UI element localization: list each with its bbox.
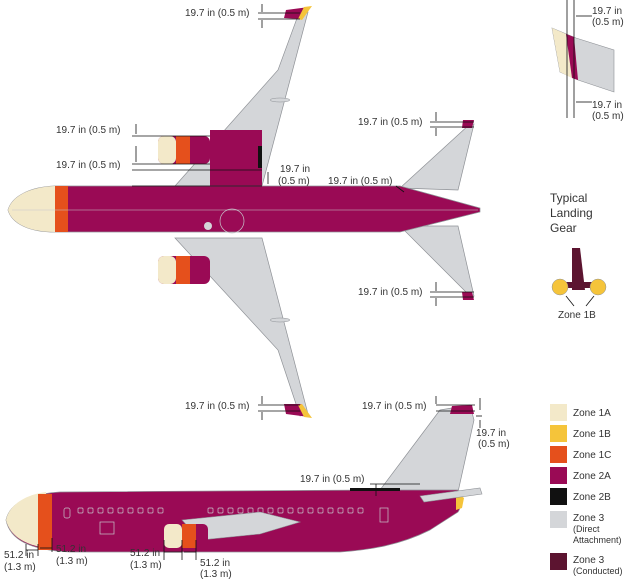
dim-tip-detail-bottom-m: (0.5 m) bbox=[592, 111, 624, 122]
legend-label-zone-3-direct: Zone 3 bbox=[573, 513, 605, 524]
dim-dorsal: 19.7 in (0.5 m) bbox=[300, 474, 364, 485]
legend-sub-zone-3-conducted-1: (Conducted) bbox=[573, 566, 623, 576]
legend: Zone 1A Zone 1B Zone 1C Zone 2A Zone 2B … bbox=[550, 404, 623, 576]
dim-wing-root-m: (0.5 m) bbox=[278, 176, 310, 187]
dim-lower-stab: 19.7 in (0.5 m) bbox=[358, 287, 422, 298]
top-fuselage bbox=[7, 185, 481, 233]
side-nose-zone-1a bbox=[6, 492, 46, 548]
dim-fuselage-tail: 19.7 in (0.5 m) bbox=[328, 176, 392, 187]
landing-gear-title-2: Landing bbox=[550, 206, 593, 220]
top-nose-zone-1c bbox=[55, 186, 68, 232]
upper-wing-zone-2b bbox=[258, 146, 262, 168]
upper-wingtip-yellow bbox=[298, 6, 312, 20]
legend-swatch-zone-2b bbox=[550, 488, 567, 505]
dim-upper-wingtip: 19.7 in (0.5 m) bbox=[185, 8, 249, 19]
flap-track-1 bbox=[269, 97, 291, 103]
dim-nose-1-in: 51.2 in bbox=[4, 550, 34, 561]
dim-lower-wingtip: 19.7 in (0.5 m) bbox=[185, 401, 249, 412]
dim-nose-1-m: (1.3 m) bbox=[4, 562, 36, 573]
upper-stabilizer bbox=[399, 123, 475, 191]
dim-engine-top: 19.7 in (0.5 m) bbox=[56, 125, 120, 136]
side-horizontal-stab bbox=[419, 487, 483, 503]
lower-stab-tip bbox=[462, 292, 474, 300]
landing-gear-title-3: Gear bbox=[550, 221, 577, 235]
dim-tip-detail-top-m: (0.5 m) bbox=[592, 17, 624, 28]
landing-gear-illustration bbox=[551, 248, 607, 307]
side-windows bbox=[63, 507, 389, 535]
dim-engine-2-in: 51.2 in bbox=[200, 558, 230, 569]
side-view-aircraft bbox=[5, 404, 483, 553]
vertical-stab-tip bbox=[450, 405, 474, 414]
dim-fin-side-in: 19.7 in bbox=[476, 428, 506, 439]
legend-label-zone-2a: Zone 2A bbox=[573, 471, 611, 482]
vertical-stabilizer bbox=[379, 404, 475, 493]
wingtip-detail bbox=[551, 0, 615, 118]
upper-engine bbox=[158, 136, 210, 164]
top-nose-zone-1a bbox=[8, 186, 55, 232]
side-nose-zone-1c bbox=[38, 494, 52, 550]
fuselage-marker bbox=[204, 222, 212, 230]
landing-gear-title-1: Typical bbox=[550, 191, 587, 205]
side-engine bbox=[164, 511, 302, 548]
dim-nose-2-m: (1.3 m) bbox=[56, 556, 88, 567]
upper-wing-root-zone bbox=[210, 130, 262, 186]
dim-upper-stab: 19.7 in (0.5 m) bbox=[358, 117, 422, 128]
landing-gear-zone-label: Zone 1B bbox=[558, 310, 596, 321]
legend-swatch-zone-1a bbox=[550, 404, 567, 421]
dim-wing-root-in: 19.7 in bbox=[280, 164, 310, 175]
flap-track-2 bbox=[269, 317, 291, 323]
dim-tip-detail-bottom-in: 19.7 in bbox=[592, 100, 622, 111]
top-view-aircraft bbox=[7, 6, 481, 418]
dim-engine-2-m: (1.3 m) bbox=[200, 569, 232, 579]
legend-swatch-zone-3-direct bbox=[550, 511, 567, 528]
legend-sub-zone-3-direct-1: (Direct bbox=[573, 524, 600, 534]
legend-sub-zone-3-direct-2: Attachment) bbox=[573, 535, 622, 545]
legend-swatch-zone-2a bbox=[550, 467, 567, 484]
legend-swatch-zone-1c bbox=[550, 446, 567, 463]
legend-label-zone-1a: Zone 1A bbox=[573, 408, 611, 419]
dim-nose-2-in: 51.2 in bbox=[56, 544, 86, 555]
legend-label-zone-1b: Zone 1B bbox=[573, 429, 611, 440]
dim-engine-1-m: (1.3 m) bbox=[130, 560, 162, 571]
dim-engine-bottom: 19.7 in (0.5 m) bbox=[56, 160, 120, 171]
lower-engine bbox=[158, 256, 210, 284]
legend-label-zone-2b: Zone 2B bbox=[573, 492, 611, 503]
dim-fin-side-m: (0.5 m) bbox=[478, 439, 510, 450]
top-view-dimensions bbox=[132, 4, 474, 420]
dim-engine-1-in: 51.2 in bbox=[130, 548, 160, 559]
legend-label-zone-3-conducted: Zone 3 bbox=[573, 555, 605, 566]
lower-wingtip-yellow bbox=[298, 404, 312, 418]
wing-box-outline bbox=[219, 208, 245, 234]
legend-swatch-zone-3-conducted bbox=[550, 553, 567, 570]
lower-stabilizer bbox=[399, 225, 475, 297]
dim-tip-detail-top-in: 19.7 in bbox=[592, 6, 622, 17]
legend-swatch-zone-1b bbox=[550, 425, 567, 442]
dim-fin-tip: 19.7 in (0.5 m) bbox=[362, 401, 426, 412]
legend-label-zone-1c: Zone 1C bbox=[573, 450, 611, 461]
side-dorsal-zone-2b bbox=[350, 488, 400, 491]
side-view-dimensions bbox=[25, 396, 482, 560]
